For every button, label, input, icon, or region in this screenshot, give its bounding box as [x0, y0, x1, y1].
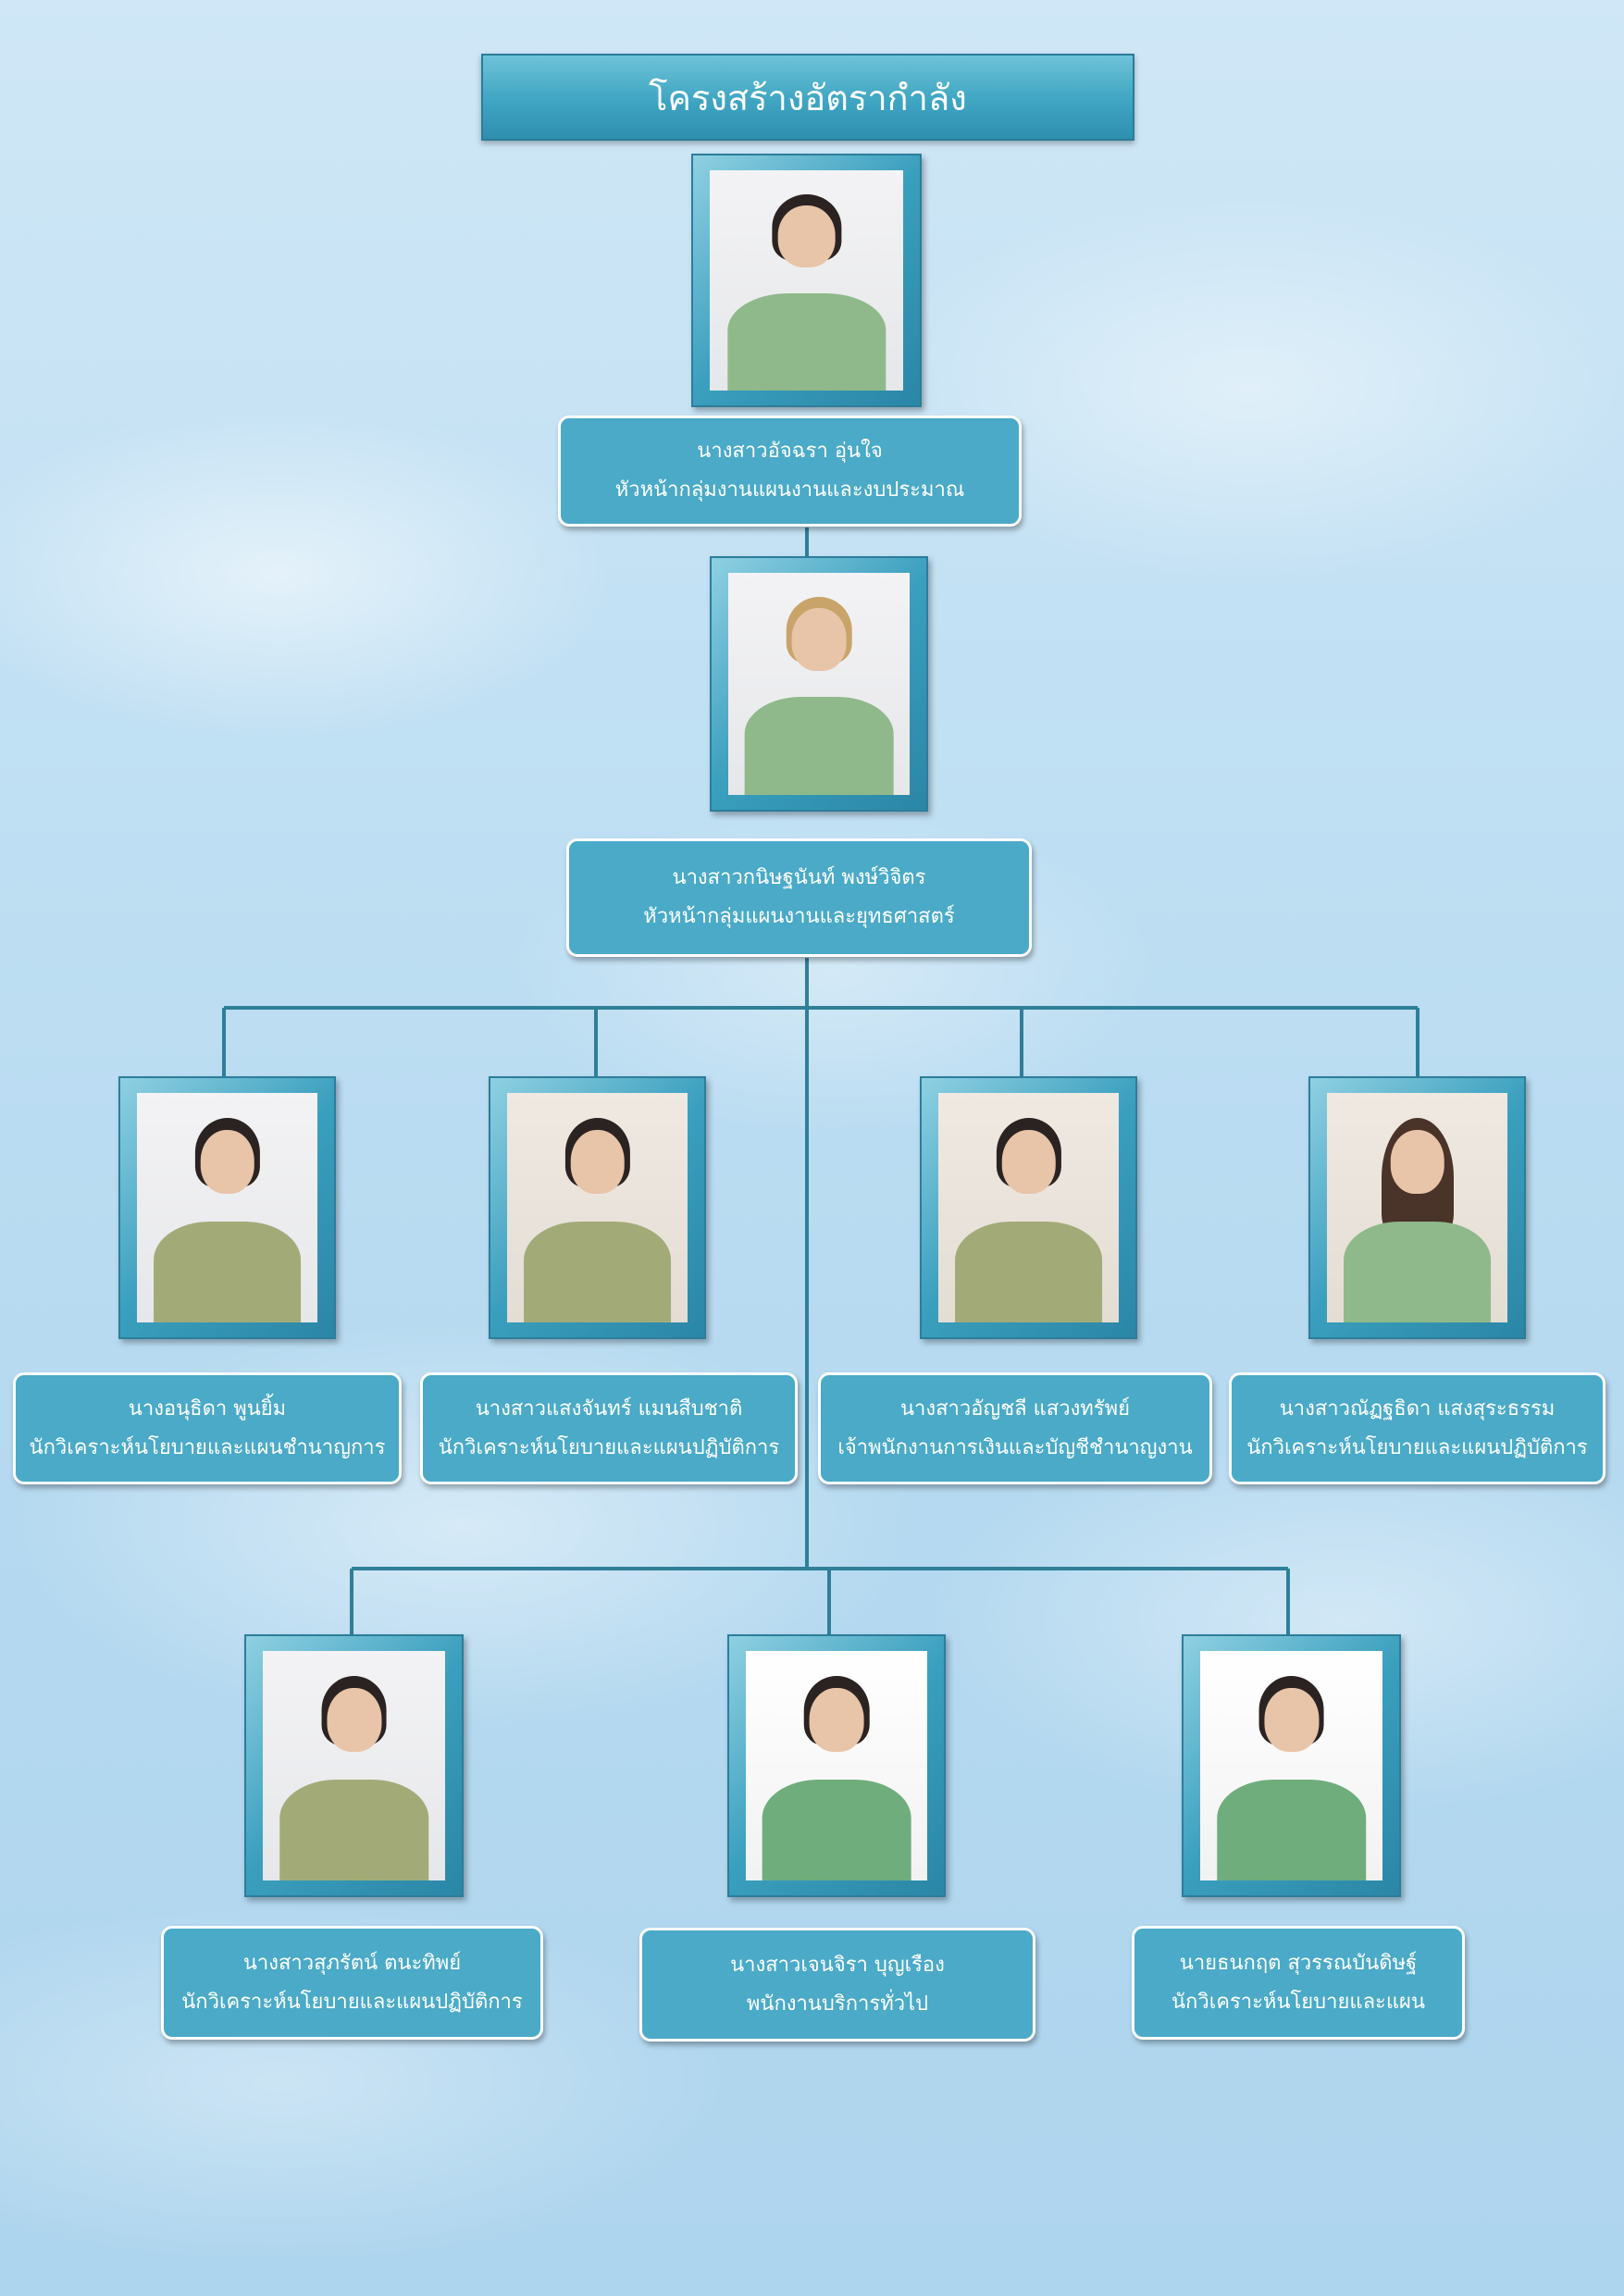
staff-portrait: [137, 1093, 317, 1322]
deputy-name: นางสาวกนิษฐนันท์ พงษ์วิจิตร: [672, 866, 926, 889]
staff-card: นายธนกฤต สุวรรณบันดิษฐ์ นักวิเคราะห์นโยบ…: [1132, 1926, 1465, 2040]
staff-photo: [727, 1634, 946, 1897]
staff-position: นักวิเคราะห์นโยบายและแผนปฏิบัติการ: [181, 1990, 523, 2014]
staff-portrait: [746, 1651, 927, 1880]
staff-name: นางสาวสุภรัตน์ ตนะทิพย์: [242, 1951, 462, 1975]
staff-photo: [920, 1076, 1137, 1339]
staff-card: นางอนุธิดา พูนยิ้ม นักวิเคราะห์นโยบายและ…: [13, 1372, 402, 1484]
staff-name: นางสาวแสงจันทร์ แมนสืบชาติ: [475, 1396, 743, 1421]
deputy-photo: [710, 556, 928, 812]
leader-photo: [691, 154, 922, 407]
staff-card: นางสาวแสงจันทร์ แมนสืบชาติ นักวิเคราะห์น…: [420, 1372, 798, 1484]
staff-position: พนักงานบริการทั่วไป: [746, 1992, 929, 2016]
staff-portrait: [263, 1651, 445, 1880]
staff-position: นักวิเคราะห์นโยบายและแผนปฏิบัติการ: [438, 1435, 780, 1459]
staff-position: นักวิเคราะห์นโยบายและแผนปฏิบัติการ: [1246, 1435, 1588, 1459]
staff-card: นางสาวสุภรัตน์ ตนะทิพย์ นักวิเคราะห์นโยบ…: [161, 1926, 543, 2040]
leader-portrait: [710, 170, 903, 391]
staff-card: นางสาวอัญชลี แสวงทรัพย์ เจ้าพนักงานการเง…: [818, 1372, 1212, 1484]
staff-portrait: [1200, 1651, 1382, 1880]
staff-name: นางอนุธิดา พูนยิ้ม: [128, 1396, 287, 1421]
staff-card: นางสาวเจนจิรา บุญเรือง พนักงานบริการทั่ว…: [639, 1928, 1035, 2042]
staff-photo: [1308, 1076, 1526, 1339]
staff-photo: [118, 1076, 336, 1339]
leader-name: นางสาวอัจฉรา อุ่นใจ: [697, 440, 883, 463]
staff-position: เจ้าพนักงานการเงินและบัญชีชำนาญงาน: [837, 1435, 1193, 1459]
staff-portrait: [507, 1093, 688, 1322]
leader-position: หัวหน้ากลุ่มงานแผนงานและงบประมาณ: [614, 478, 965, 502]
staff-photo: [244, 1634, 464, 1897]
leader-card: นางสาวอัจฉรา อุ่นใจ หัวหน้ากลุ่มงานแผนงา…: [558, 416, 1022, 527]
staff-position: นักวิเคราะห์นโยบายและแผนชำนาญการ: [29, 1435, 386, 1459]
staff-position: นักวิเคราะห์นโยบายและแผน: [1172, 1990, 1425, 2014]
staff-name: นายธนกฤต สุวรรณบันดิษฐ์: [1179, 1951, 1418, 1975]
staff-portrait: [1327, 1093, 1507, 1322]
staff-name: นางสาวเจนจิรา บุญเรือง: [730, 1953, 945, 1977]
staff-photo: [489, 1076, 706, 1339]
deputy-portrait: [728, 573, 910, 795]
deputy-position: หัวหน้ากลุ่มแผนงานและยุทธศาสตร์: [643, 905, 955, 928]
staff-card: นางสาวณัฏฐธิดา แสงสุระธรรม นักวิเคราะห์น…: [1229, 1372, 1605, 1484]
staff-name: นางสาวอัญชลี แสวงทรัพย์: [899, 1396, 1131, 1421]
page-title: โครงสร้างอัตรากำลัง: [481, 54, 1134, 141]
staff-name: นางสาวณัฏฐธิดา แสงสุระธรรม: [1279, 1396, 1556, 1421]
staff-photo: [1182, 1634, 1401, 1897]
deputy-card: นางสาวกนิษฐนันท์ พงษ์วิจิตร หัวหน้ากลุ่ม…: [566, 838, 1032, 957]
staff-portrait: [938, 1093, 1119, 1322]
